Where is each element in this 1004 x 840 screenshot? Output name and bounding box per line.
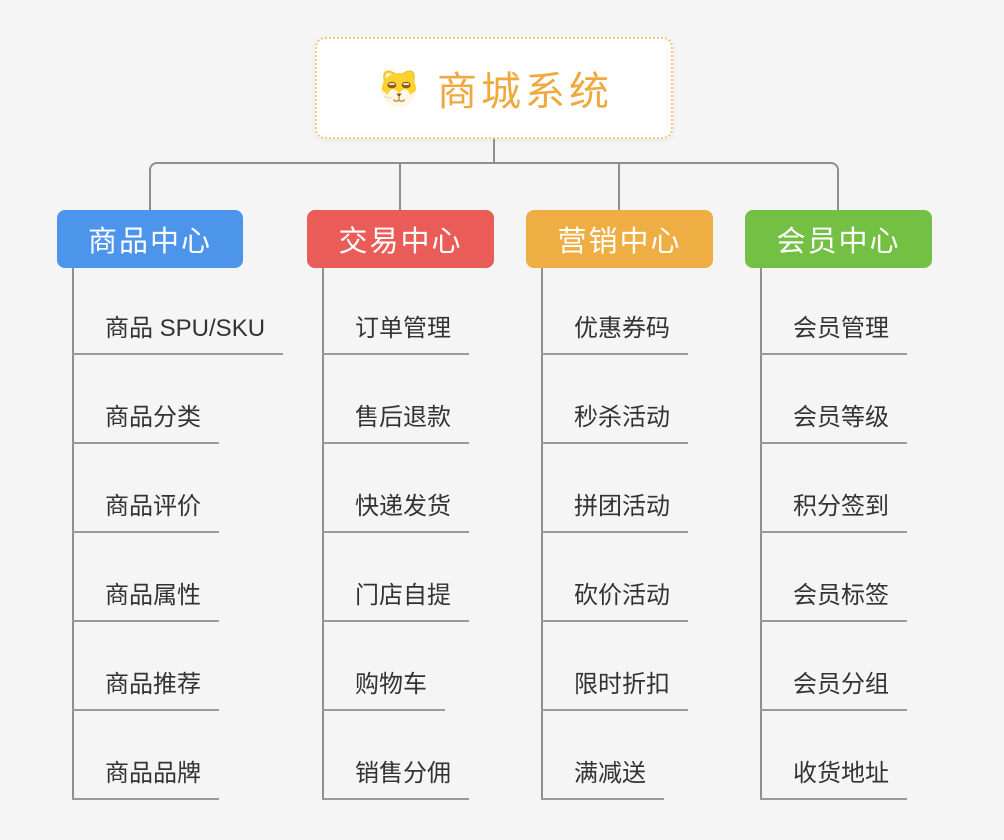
topic-node[interactable]: 会员管理 [760,312,907,355]
branch-items-trade: 订单管理 售后退款 快递发货 门店自提 购物车 销售分佣 [322,312,469,800]
branch-node-trade[interactable]: 交易中心 [307,210,494,268]
topic-node[interactable]: 秒杀活动 [541,401,688,444]
topic-node[interactable]: 满减送 [541,757,664,800]
branch-spine-connector [541,268,543,800]
branch-node-marketing[interactable]: 营销中心 [526,210,713,268]
branch-items-members: 会员管理 会员等级 积分签到 会员标签 会员分组 收货地址 [760,312,907,800]
branch-spine-connector [72,268,74,800]
topic-node[interactable]: 收货地址 [760,757,907,800]
topic-node[interactable]: 订单管理 [322,312,469,355]
topic-node[interactable]: 购物车 [322,668,445,711]
topic-node[interactable]: 商品属性 [72,579,219,622]
branch-drop-connector-3 [618,162,620,210]
root-node-title: 商城系统 [437,70,613,114]
branch-spine-connector [760,268,762,800]
topic-node[interactable]: 商品 SPU/SKU [72,312,284,355]
topic-node[interactable]: 售后退款 [322,401,469,444]
branch-label: 商品中心 [87,226,212,258]
topic-node[interactable]: 优惠券码 [541,312,688,355]
branch-items-marketing: 优惠券码 秒杀活动 拼团活动 砍价活动 限时折扣 满减送 [541,312,688,800]
root-node[interactable]: 商城系统 [315,37,673,139]
topic-node[interactable]: 会员标签 [760,579,907,622]
shiba-dog-icon [381,70,417,108]
topic-node[interactable]: 快递发货 [322,490,469,533]
topic-node[interactable]: 积分签到 [760,490,907,533]
topic-node[interactable]: 门店自提 [322,579,469,622]
branch-spine-connector [322,268,324,800]
topic-node[interactable]: 会员等级 [760,401,907,444]
branch-label: 会员中心 [776,226,901,258]
topic-node[interactable]: 商品分类 [72,401,219,444]
branch-label: 交易中心 [338,226,463,258]
topic-node[interactable]: 销售分佣 [322,757,469,800]
branch-label: 营销中心 [557,226,682,258]
root-stem-connector [493,139,495,163]
branch-node-members[interactable]: 会员中心 [745,210,932,268]
topic-node[interactable]: 限时折扣 [541,668,688,711]
topic-node[interactable]: 会员分组 [760,668,907,711]
topic-node[interactable]: 商品品牌 [72,757,219,800]
topic-node[interactable]: 商品推荐 [72,668,219,711]
branch-node-products[interactable]: 商品中心 [57,210,243,268]
topic-node[interactable]: 砍价活动 [541,579,688,622]
branch-drop-connector-2 [399,162,401,210]
topic-node[interactable]: 商品评价 [72,490,219,533]
topic-node[interactable]: 拼团活动 [541,490,688,533]
branch-items-products: 商品 SPU/SKU 商品分类 商品评价 商品属性 商品推荐 商品品牌 [72,312,284,800]
branch-bus-connector [149,162,839,210]
